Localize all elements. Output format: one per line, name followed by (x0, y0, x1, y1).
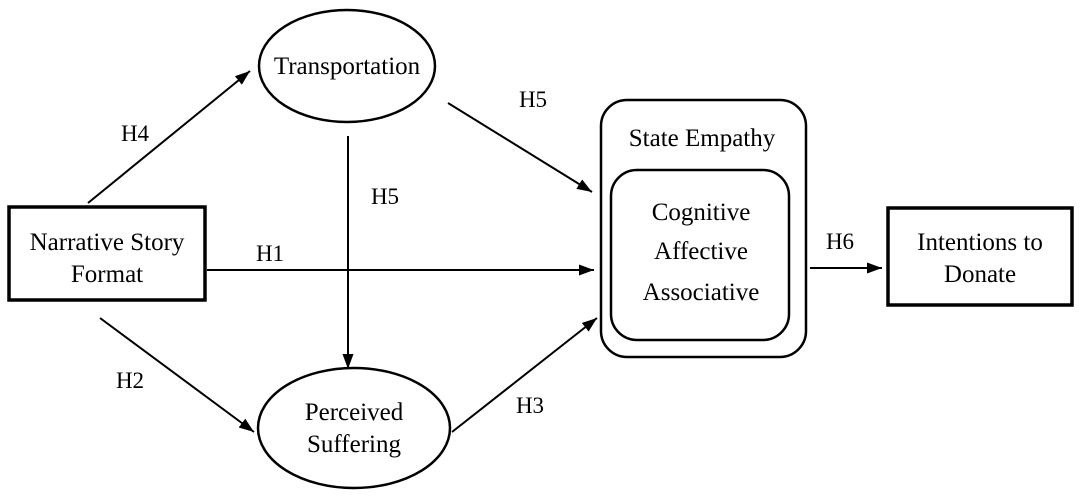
edge-label-h5-vertical: H5 (371, 184, 399, 209)
edge-label-h6: H6 (826, 229, 854, 254)
node-donate-label-line1: Intentions to (917, 229, 1043, 256)
node-narrative-label-line1: Narrative Story (30, 229, 185, 256)
node-donate-box (886, 206, 1074, 307)
node-empathy-inner-box (609, 168, 791, 342)
edge-transportation-to-empathy (447, 102, 593, 193)
empathy-component-cognitive: Cognitive (652, 199, 751, 226)
node-transportation: Transportation (257, 8, 437, 124)
node-suffering-label-line2: Suffering (307, 431, 401, 458)
node-suffering-ellipse (256, 366, 452, 490)
edge-label-h4: H4 (121, 121, 150, 146)
node-intentions-to-donate: Intentions to Donate (886, 206, 1074, 307)
edge-label-h5-top: H5 (519, 87, 547, 112)
node-state-empathy: State Empathy Cognitive Affective Associ… (599, 98, 808, 359)
node-transportation-ellipse (257, 8, 437, 124)
edge-label-h3: H3 (516, 393, 544, 418)
node-suffering-label-line1: Perceived (305, 399, 404, 426)
edge-narrative-to-transportation (87, 70, 251, 204)
node-narrative-label-line2: Format (71, 261, 143, 288)
node-empathy-title: State Empathy (629, 125, 776, 152)
edge-suffering-to-empathy (451, 317, 598, 433)
node-perceived-suffering: Perceived Suffering (256, 366, 452, 490)
node-transportation-label: Transportation (274, 53, 421, 80)
node-narrative-box (7, 205, 207, 302)
edge-label-h1: H1 (256, 241, 284, 266)
empathy-component-associative: Associative (643, 279, 760, 306)
node-narrative-story-format: Narrative Story Format (7, 205, 207, 302)
edge-label-h2: H2 (116, 368, 144, 393)
node-donate-label-line2: Donate (944, 261, 1016, 288)
edge-narrative-to-suffering (99, 317, 255, 433)
empathy-component-affective: Affective (654, 238, 748, 265)
